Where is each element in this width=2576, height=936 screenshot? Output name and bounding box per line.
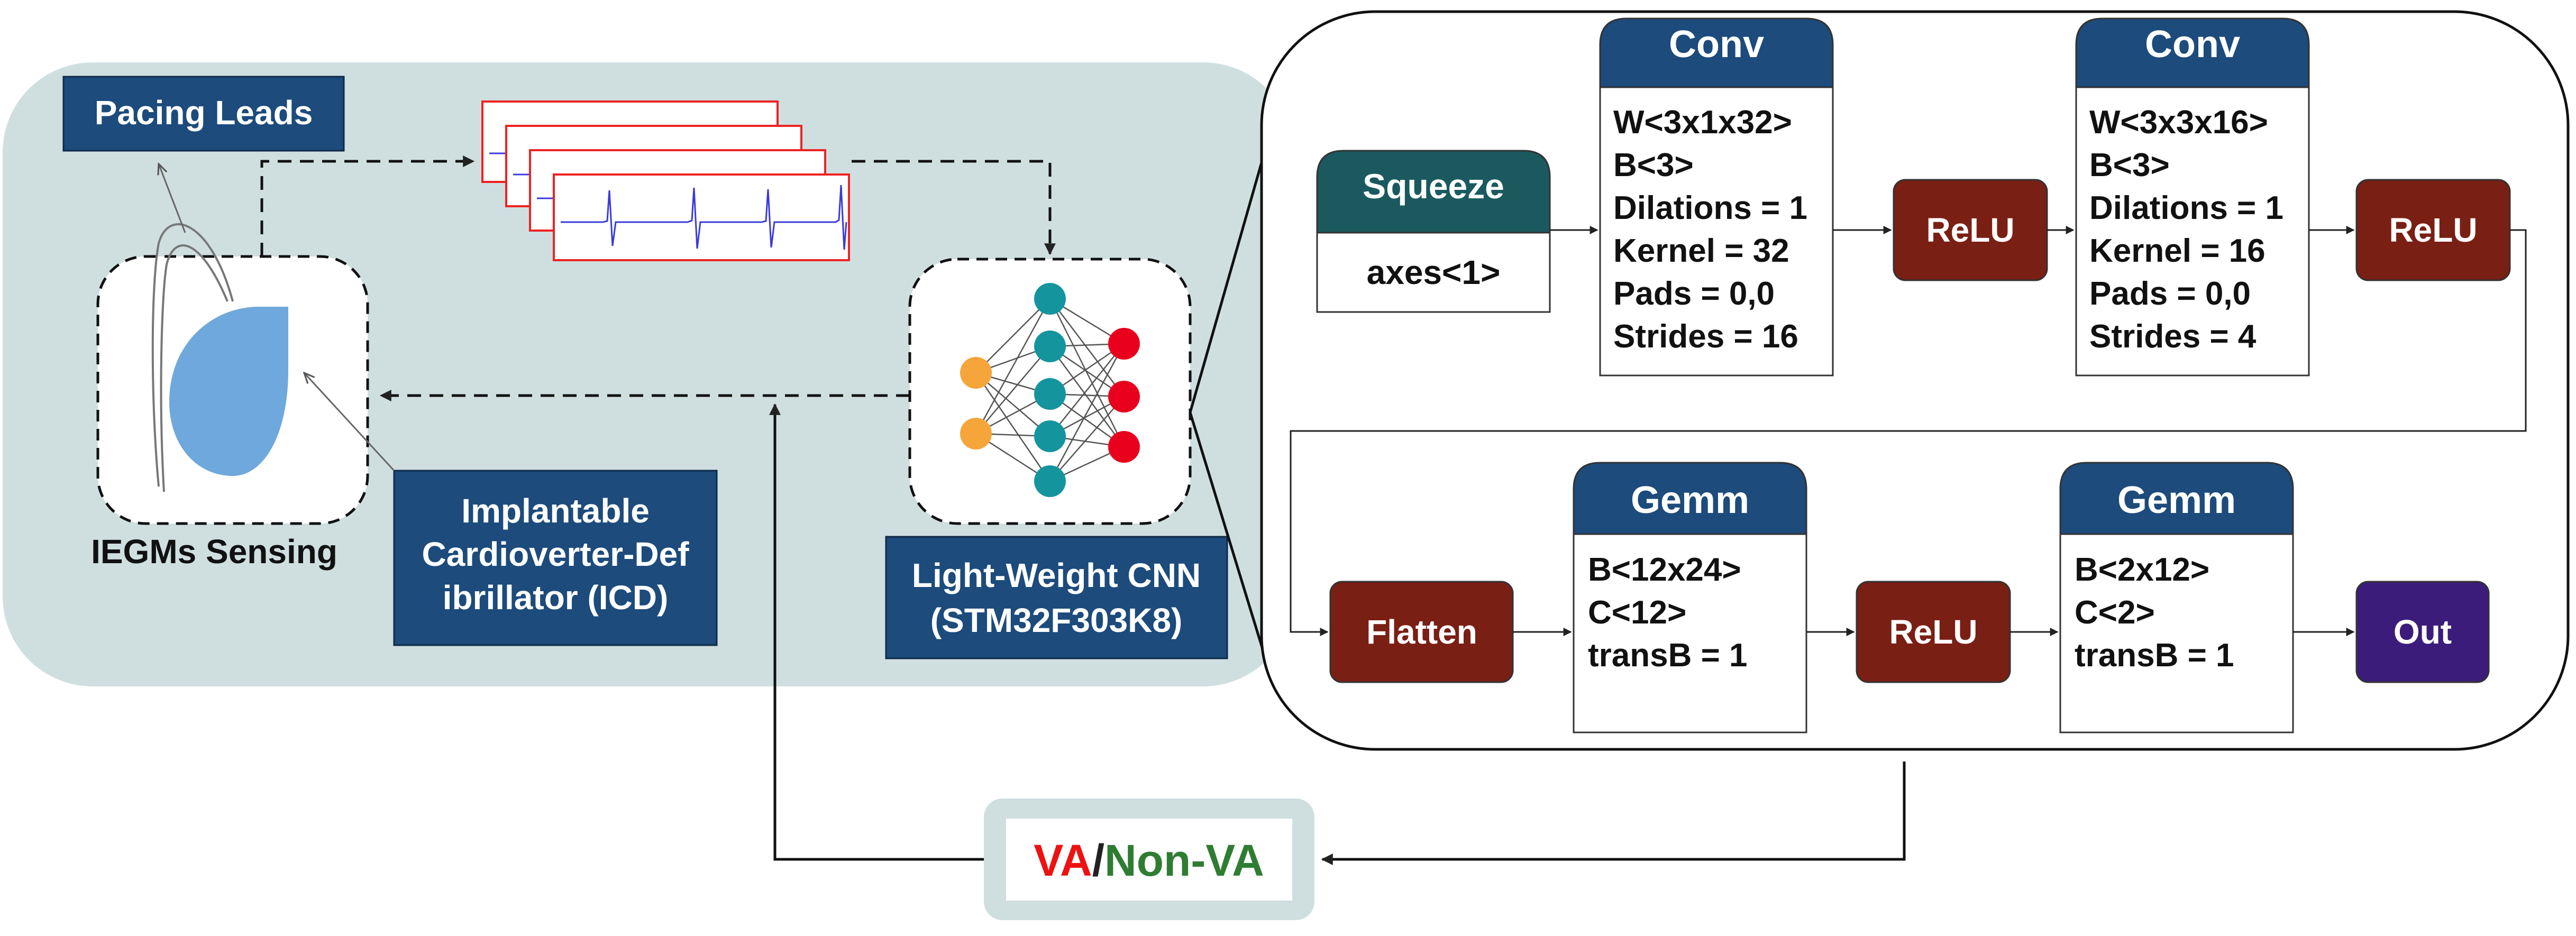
gemm1-param: transB = 1 — [1588, 637, 1748, 674]
system-panel — [3, 62, 1293, 686]
squeeze-param: axes<1> — [1367, 253, 1501, 291]
out-box — [2355, 581, 2490, 683]
result-label: VA/Non-VA — [1034, 836, 1264, 885]
conv2-body — [2075, 84, 2310, 377]
gemm2-body — [2059, 530, 2294, 733]
conv1-param: Pads = 0,0 — [1613, 276, 1775, 312]
conv1-param: W<3x1x32> — [1613, 104, 1792, 141]
conv1-body — [1599, 84, 1834, 377]
zoom-line-bottom — [1189, 412, 1271, 672]
conv2-header — [2075, 17, 2310, 88]
relu1-label: ReLU — [1926, 211, 2014, 249]
conv1-params: W<3x1x32> B<3> Dilations = 1 Kernel = 32… — [1613, 104, 1807, 355]
relu3-label: ReLU — [1889, 613, 1977, 651]
network-connectors — [1290, 226, 2527, 636]
pacing-lead-wire — [160, 244, 229, 492]
gemm1-param: C<12> — [1588, 594, 1686, 631]
gemm2-params: B<2x12> C<2> transB = 1 — [2075, 552, 2234, 674]
icd-label-line3: ibrillator (ICD) — [443, 579, 669, 617]
sensing-to-signal-arrow — [260, 155, 475, 256]
va-label: VA — [1034, 836, 1092, 885]
conv1-header — [1599, 17, 1834, 88]
network-to-result-arrow — [1321, 761, 1906, 865]
gemm1-param: B<12x24> — [1588, 552, 1741, 588]
icd-pointer — [304, 373, 395, 472]
network-nodes — [960, 283, 1140, 497]
squeeze-title: Squeeze — [1363, 167, 1504, 206]
zoom-line-top — [1189, 134, 1271, 413]
gemm2-param: transB = 1 — [2075, 637, 2234, 674]
result-to-icd-arrow — [769, 403, 984, 861]
conv1-param: Strides = 16 — [1613, 318, 1798, 355]
flatten-label: Flatten — [1366, 613, 1477, 651]
pacing-lead-pointer — [159, 164, 186, 233]
conv2-param: Dilations = 1 — [2089, 190, 2283, 226]
gemm2-param: B<2x12> — [2075, 552, 2209, 588]
conv2-param: W<3x3x16> — [2089, 104, 2268, 141]
conv2-param: Kernel = 16 — [2089, 233, 2266, 269]
iegm-signal-stack — [481, 100, 850, 261]
conv2-param: Pads = 0,0 — [2089, 276, 2251, 312]
iegm-sensing-label: IEGMs Sensing — [91, 533, 337, 571]
conv2-param: B<3> — [2089, 147, 2170, 183]
gemm1-params: B<12x24> C<12> transB = 1 — [1588, 552, 1748, 674]
conv2-params: W<3x3x16> B<3> Dilations = 1 Kernel = 16… — [2089, 104, 2283, 355]
squeeze-header — [1316, 150, 1551, 234]
pacing-leads-box — [62, 76, 345, 152]
conv2-param: Strides = 4 — [2089, 318, 2257, 355]
icd-label-line2: Cardioverter-Def — [422, 535, 689, 573]
cnn-label-line1: Light-Weight CNN — [912, 556, 1201, 594]
conv1-param: B<3> — [1613, 147, 1694, 183]
gemm1-title: Gemm — [1631, 479, 1749, 521]
gemm2-header — [2059, 462, 2294, 535]
conv1-title: Conv — [1669, 23, 1764, 66]
out-label: Out — [2394, 613, 2452, 651]
conv1-param: Kernel = 32 — [1613, 233, 1789, 269]
nonva-label: Non-VA — [1104, 836, 1264, 885]
gemm2-param: C<2> — [2075, 594, 2155, 631]
pacing-leads-label: Pacing Leads — [95, 94, 313, 132]
gemm1-header — [1573, 462, 1807, 535]
icd-label-line1: Implantable — [461, 492, 650, 530]
cnn-label-box — [885, 536, 1228, 659]
conv1-param: Dilations = 1 — [1613, 190, 1807, 226]
gemm2-title: Gemm — [2117, 479, 2236, 521]
relu2-label: ReLU — [2389, 211, 2477, 249]
cnn-label-line2: (STM32F303K8) — [930, 601, 1183, 639]
result-box — [1006, 819, 1292, 901]
pacing-lead-wire — [151, 223, 234, 487]
gemm1-body — [1573, 530, 1807, 733]
icd-box — [393, 470, 718, 646]
result-separator: / — [1092, 836, 1104, 885]
conv2-title: Conv — [2145, 23, 2240, 66]
heart-icon — [169, 307, 288, 476]
